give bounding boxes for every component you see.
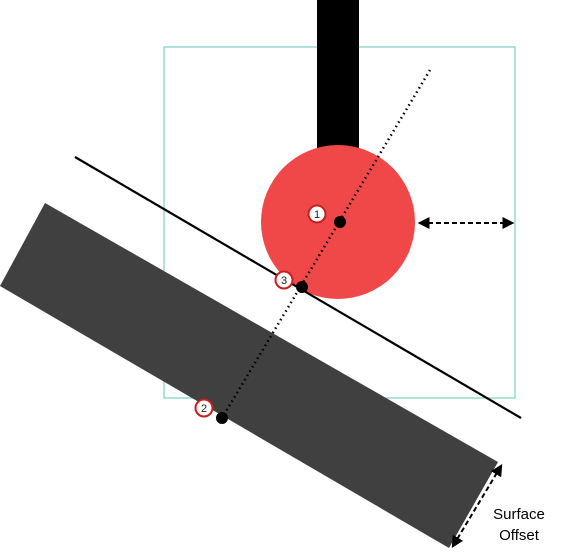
marker-1-label: 1 (314, 209, 320, 221)
surface-offset-caption-line1: Surface (493, 506, 545, 523)
point-surface (216, 412, 228, 424)
marker-2: 2 (194, 398, 214, 418)
marker-3: 3 (274, 270, 294, 290)
point-tool-center (334, 216, 346, 228)
tool-shaft (317, 0, 359, 160)
marker-1: 1 (307, 204, 327, 224)
point-contact (296, 281, 308, 293)
surface-slab (0, 203, 498, 548)
surface-offset-caption-line2: Offset (499, 527, 540, 544)
marker-3-label: 3 (281, 275, 287, 287)
marker-2-label: 2 (201, 403, 207, 415)
